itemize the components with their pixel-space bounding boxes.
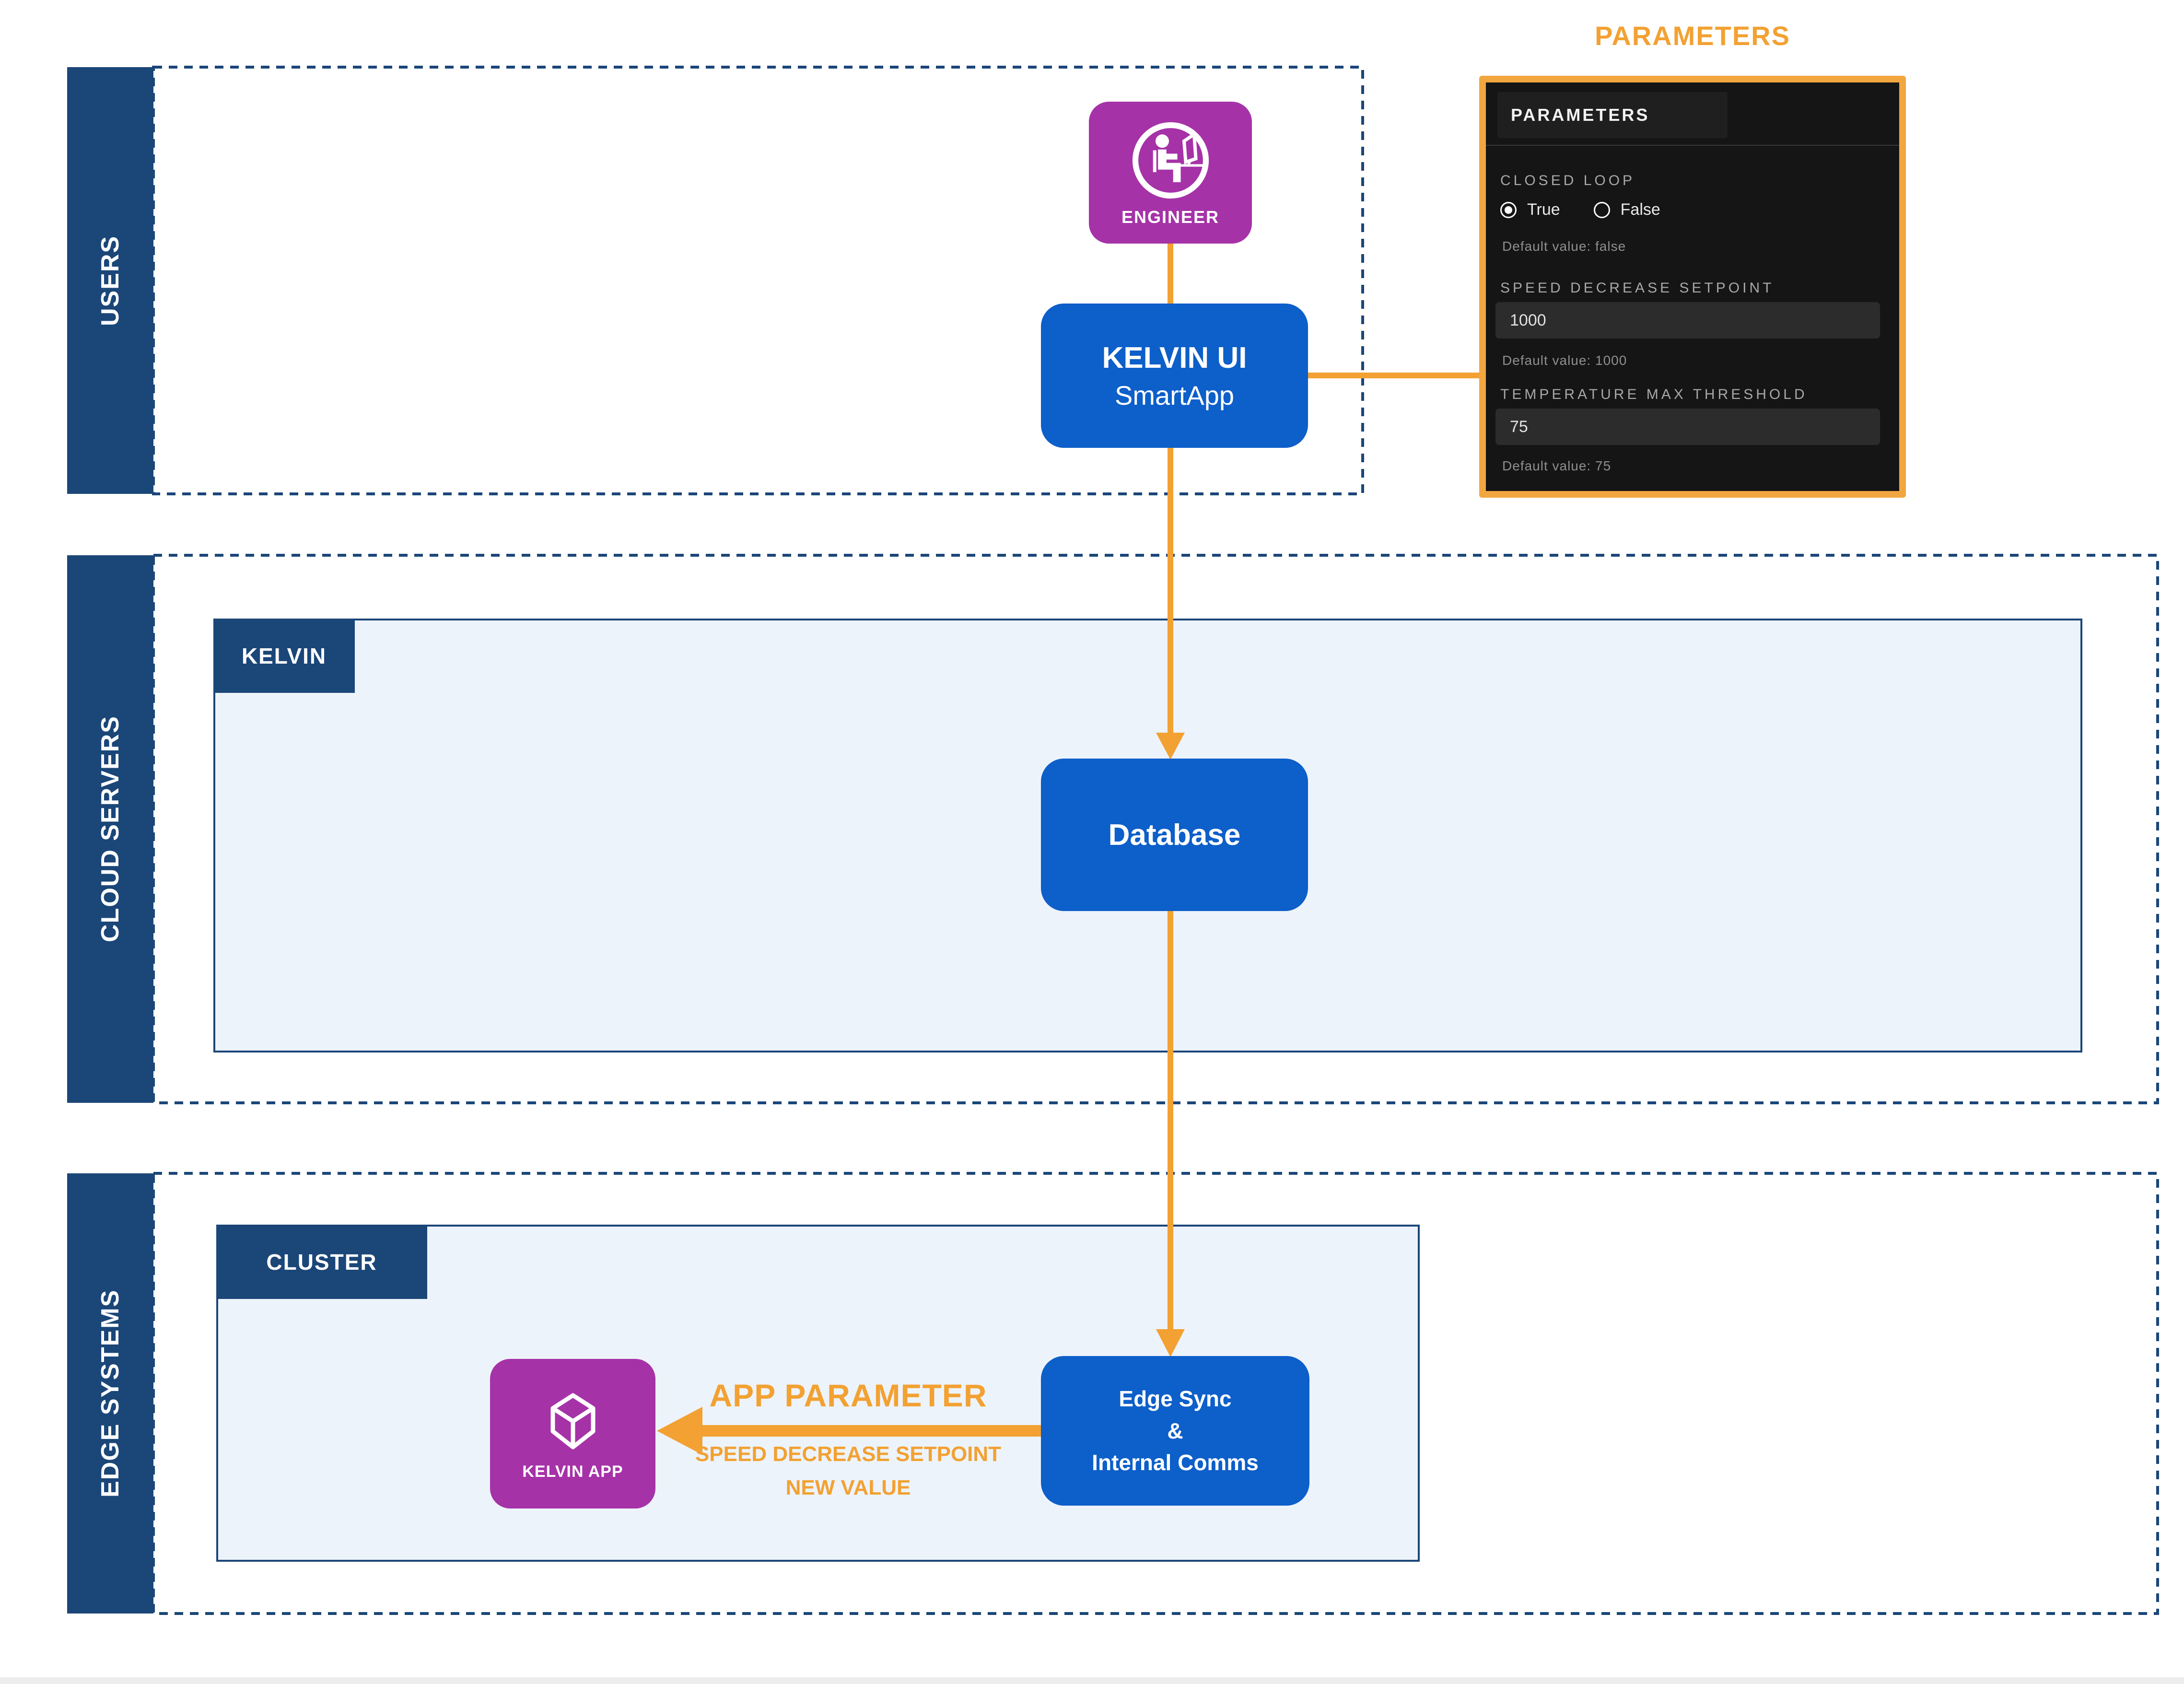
speed-setpoint-label: SPEED DECREASE SETPOINT — [1500, 280, 1775, 296]
radio-false-label: False — [1620, 200, 1660, 219]
band-users-bar: USERS — [67, 67, 153, 494]
radio-true[interactable]: True — [1500, 200, 1560, 219]
kelvin-panel-tab: KELVIN — [213, 619, 355, 693]
cluster-panel-tab: CLUSTER — [216, 1225, 427, 1299]
parameters-panel: PARAMETERS CLOSED LOOP True False Defaul… — [1479, 76, 1906, 498]
temp-threshold-default-note: Default value: 75 — [1502, 458, 1612, 473]
kelvin-ui-subtitle: SmartApp — [1115, 380, 1234, 410]
database-node: Database — [1041, 759, 1308, 911]
band-users-border — [152, 66, 1364, 495]
temp-threshold-label: TEMPERATURE MAX THRESHOLD — [1500, 386, 1808, 402]
kelvin-panel: KELVIN — [213, 619, 2082, 1052]
parameters-panel-header: PARAMETERS — [1497, 92, 1728, 138]
arrowhead-kelvinapp — [657, 1407, 702, 1455]
arrowhead-database — [1156, 733, 1185, 760]
radio-false[interactable]: False — [1593, 200, 1660, 219]
parameters-panel-title: PARAMETERS — [1595, 21, 1790, 51]
app-parameter-detail-2: NEW VALUE — [785, 1476, 911, 1499]
temp-threshold-input[interactable] — [1495, 409, 1880, 445]
engineer-at-desk-icon — [1132, 122, 1209, 199]
engineer-node: ENGINEER — [1089, 102, 1252, 244]
kelvin-app-node: KELVIN APP — [490, 1359, 655, 1509]
app-parameter-title: APP PARAMETER — [709, 1378, 987, 1413]
edge-sync-line1: Edge Sync — [1119, 1386, 1232, 1411]
app-parameter-detail-1: SPEED DECREASE SETPOINT — [695, 1442, 1002, 1466]
bottom-edge-strip — [0, 1677, 2184, 1684]
engineer-label: ENGINEER — [1121, 207, 1220, 227]
parameters-panel-divider — [1486, 145, 1899, 146]
closed-loop-default-note: Default value: false — [1502, 239, 1626, 254]
band-edge-systems-bar: EDGE SYSTEMS — [67, 1173, 153, 1614]
kelvin-ui-node: KELVIN UI SmartApp — [1041, 304, 1308, 448]
band-cloud-servers-border — [152, 554, 2159, 1104]
edge-sync-line2: & — [1167, 1418, 1183, 1443]
band-edge-systems-border — [152, 1172, 2159, 1615]
band-cloud-servers-bar: CLOUD SERVERS — [67, 555, 153, 1103]
database-label: Database — [1108, 818, 1241, 852]
kelvin-app-label: KELVIN APP — [522, 1462, 623, 1481]
edge-sync-line3: Internal Comms — [1092, 1450, 1259, 1475]
speed-setpoint-default-note: Default value: 1000 — [1502, 353, 1627, 368]
speed-setpoint-input[interactable] — [1495, 302, 1880, 339]
kelvin-ui-title: KELVIN UI — [1102, 341, 1247, 374]
closed-loop-label: CLOSED LOOP — [1500, 173, 1635, 188]
arrowhead-edgesync — [1156, 1329, 1185, 1357]
cube-icon — [550, 1393, 595, 1449]
radio-true-label: True — [1527, 200, 1560, 219]
closed-loop-radio-group: True False — [1500, 200, 1660, 219]
edge-sync-node: Edge Sync & Internal Comms — [1041, 1356, 1309, 1506]
radio-true-icon[interactable] — [1500, 201, 1517, 218]
radio-false-icon[interactable] — [1593, 201, 1610, 218]
